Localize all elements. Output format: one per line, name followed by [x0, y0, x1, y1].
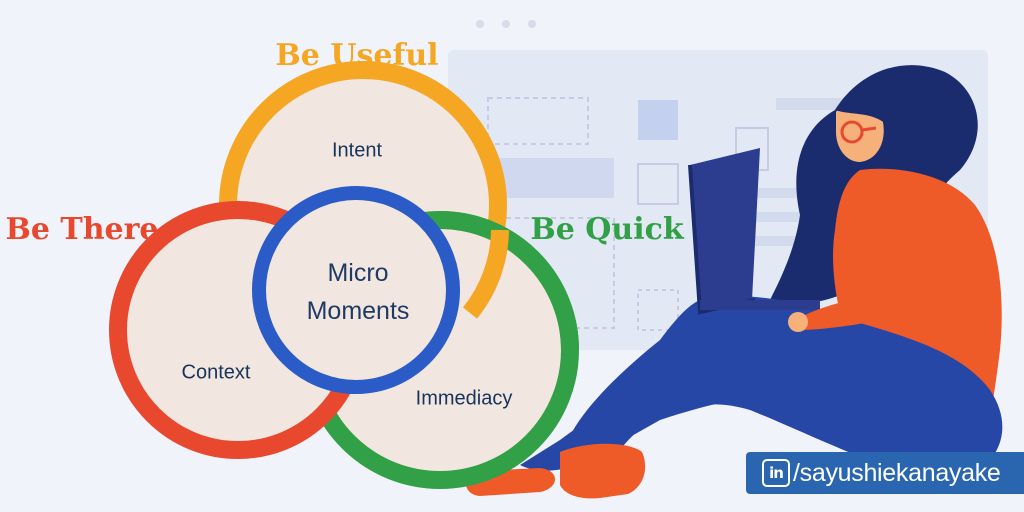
- front-leg-shape: [560, 296, 1003, 470]
- context-label: Context: [181, 361, 251, 384]
- micro-moments-circle: [252, 186, 460, 394]
- heading-be-there: Be There: [5, 212, 159, 247]
- micro-moments-line1: Micro: [327, 259, 389, 287]
- glasses-icon: [840, 120, 877, 144]
- micro-moments-label: Micro Moments: [307, 254, 410, 330]
- intent-label: Intent: [331, 139, 383, 162]
- linkedin-handle: /sayushiekanayake: [793, 458, 1001, 487]
- heading-be-useful: Be Useful: [275, 38, 439, 73]
- heading-be-quick: Be Quick: [530, 212, 684, 247]
- front-shoe-shape: [560, 443, 646, 499]
- laptop-icon: [688, 148, 820, 315]
- micro-moments-line2: Moments: [306, 297, 410, 325]
- woman-illustration: [465, 65, 1003, 499]
- hair-top-shape: [835, 87, 946, 150]
- linkedin-badge[interactable]: in /sayushiekanayake: [746, 452, 1024, 494]
- venn-diagram: [109, 61, 579, 489]
- linkedin-icon: in: [762, 459, 790, 487]
- immediacy-ring-overlap: [439, 211, 579, 351]
- arm-shape: [800, 220, 975, 330]
- intent-ring-overlap: [462, 229, 509, 319]
- immediacy-label: Immediacy: [415, 387, 513, 410]
- hand-shape: [788, 312, 808, 332]
